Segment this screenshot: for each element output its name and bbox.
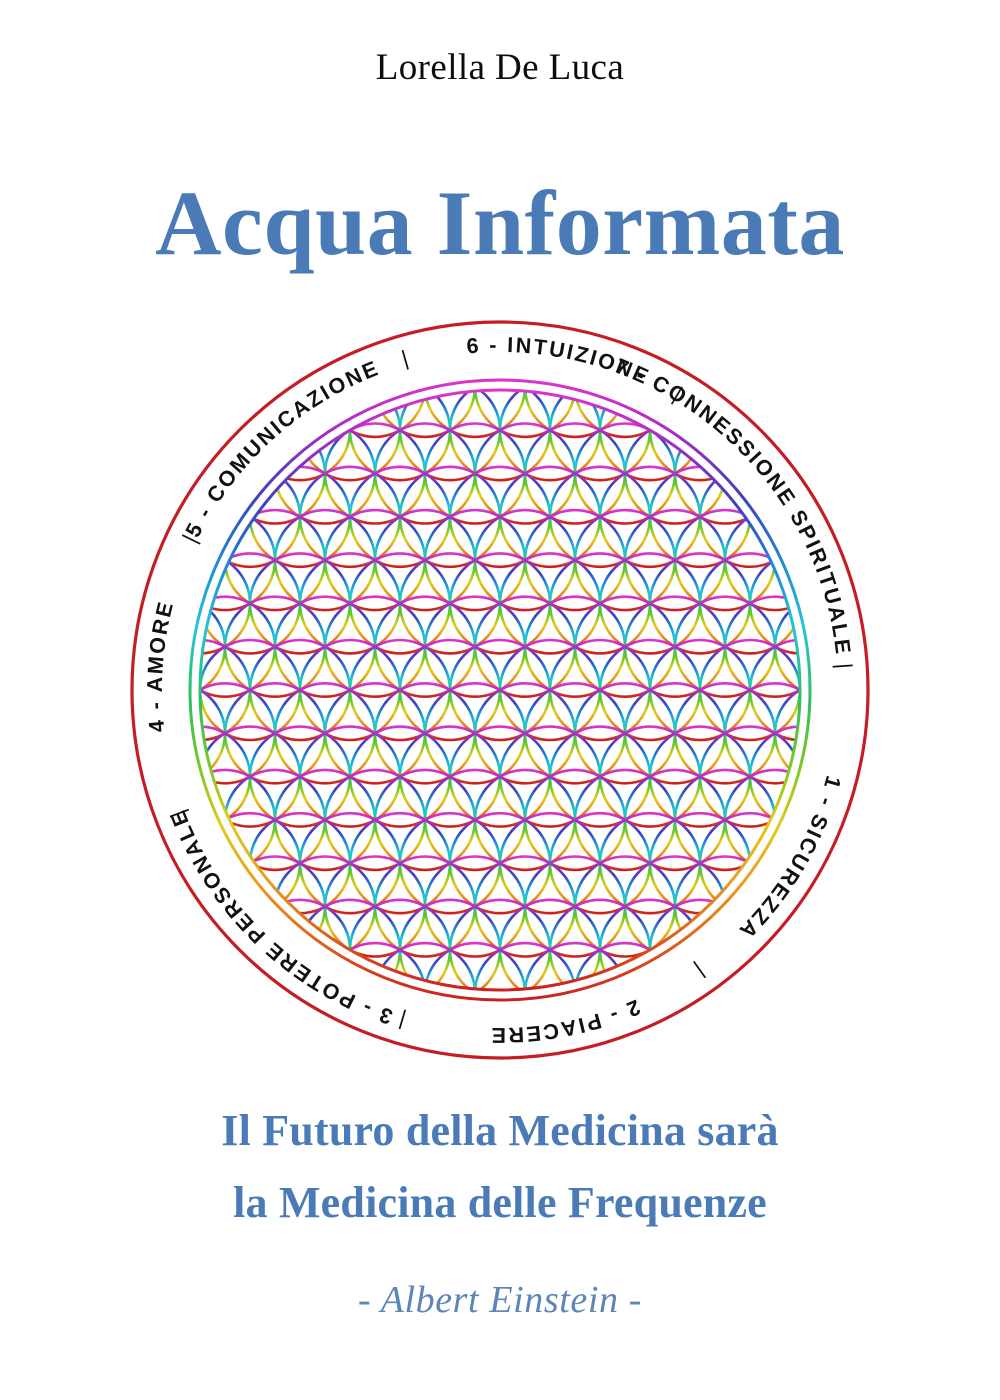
flower-circle [323, 941, 427, 990]
attribution-quote-source: - Albert Einstein - [357, 1279, 643, 1321]
flower-circle [373, 941, 477, 990]
subtitle-line-2: la Medicina delle Frequenze [233, 1178, 767, 1227]
chakra-label-separator: | [832, 662, 856, 669]
flower-circle [523, 941, 627, 990]
flower-circle [573, 390, 677, 439]
subtitle: Il Futuro della Medicina sarà la Medicin… [0, 1105, 1000, 1228]
flower-circle [423, 941, 527, 990]
flower-circle [373, 390, 477, 439]
author-name: Lorella De Luca [375, 47, 625, 88]
flower-circle [523, 390, 627, 439]
subtitle-line-1: Il Futuro della Medicina sarà [221, 1106, 779, 1155]
book-title: Acqua Informata [155, 172, 845, 274]
inner-ring-b [188, 378, 812, 1002]
flower-circle [423, 390, 527, 439]
inner-ring-a [198, 388, 802, 992]
chakra-label-4: 4 - AMORE [143, 598, 178, 734]
outer-ring [130, 320, 870, 1060]
flower-of-life-pattern [200, 390, 800, 990]
chakra-label-separator: | [399, 346, 411, 371]
flower-circle [473, 941, 577, 990]
flower-circle [323, 390, 427, 439]
flower-circle [473, 390, 577, 439]
flower-circle [200, 725, 252, 828]
chakra-label-separator: | [396, 1008, 408, 1033]
chakra-label-separator: | [691, 959, 709, 982]
flower-circle [573, 941, 677, 990]
